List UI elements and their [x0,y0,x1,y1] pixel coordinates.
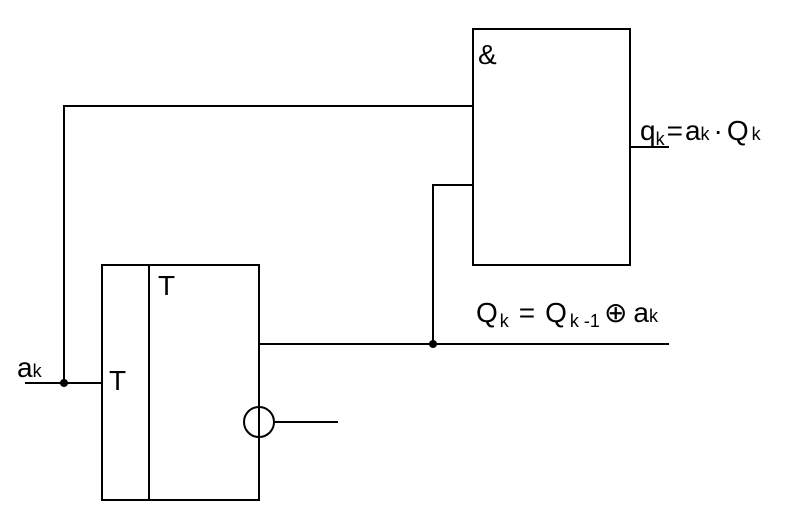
and-input-1-wire [63,105,473,383]
q-equals: = [667,115,683,146]
Q-a-base: a [633,297,649,328]
t-trigger-header-label: T [158,270,175,301]
q-dot: · [714,115,723,146]
t-trigger-input-label: T [109,365,126,396]
Q-equals: = [519,297,535,328]
Q-base: Q [476,297,498,328]
Qprev-base: Q [545,297,567,328]
input-label: ak [17,352,43,383]
q-sub: k [656,129,666,149]
input-label-sub: k [33,361,43,381]
Q-sub: k [500,311,510,331]
and-input-2-wire [432,184,473,344]
input-label-base: a [17,352,33,383]
q-base: q [640,115,656,146]
q-a-base: a [685,115,701,146]
q-Q-sub: k [752,124,762,144]
q-Q-base: Q [727,115,749,146]
xor-symbol: ⊕ [604,297,627,328]
and-gate-symbol: & [478,39,497,70]
q-a-sub: k [701,124,711,144]
Q-a-sub: k [649,306,659,326]
Qprev-sub: k -1 [570,311,600,331]
